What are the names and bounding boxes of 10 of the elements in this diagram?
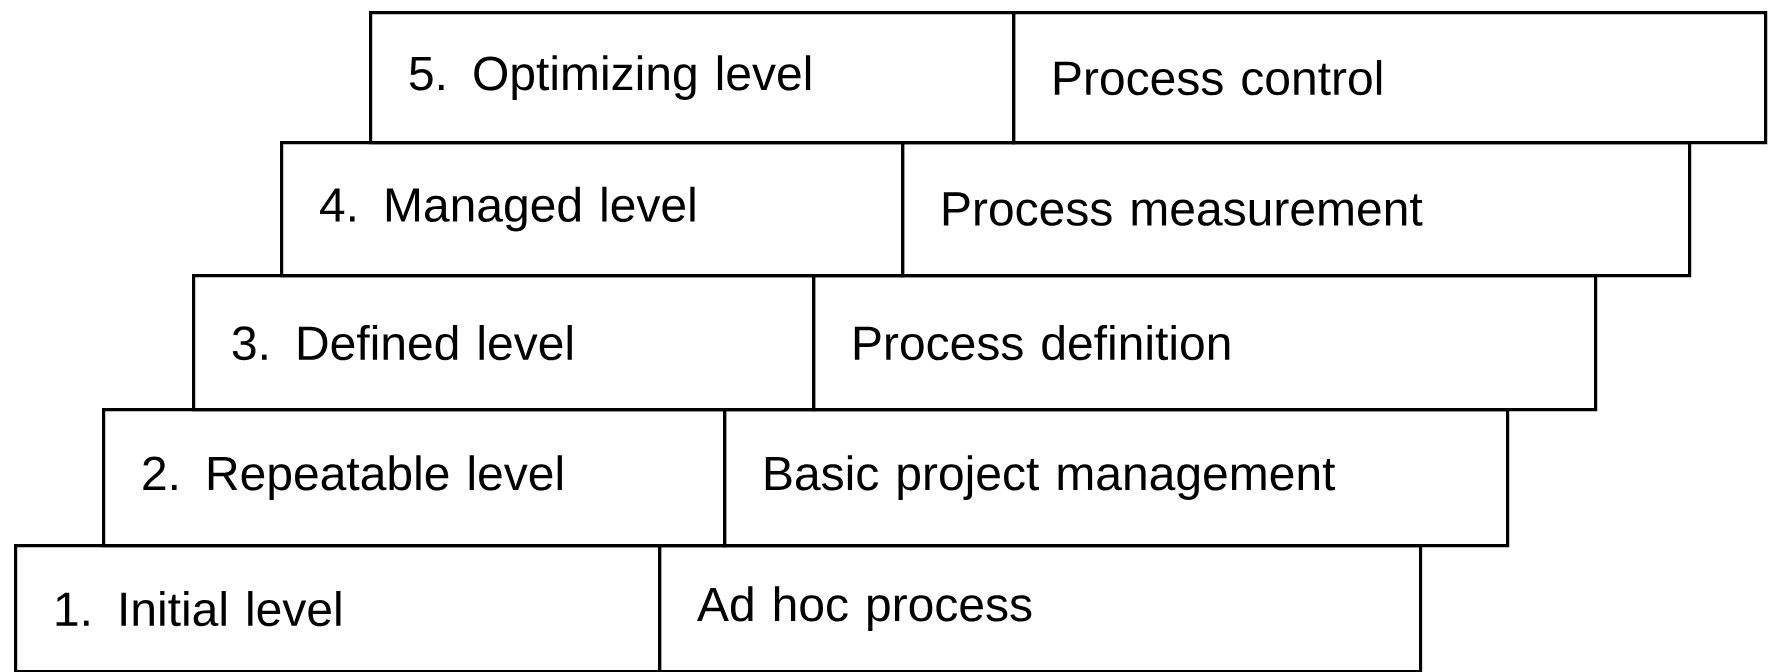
level-box: 2. Repeatable level [102,408,727,548]
process-box: Basic project management [723,408,1510,548]
level-box: 5. Optimizing level [369,11,1016,145]
level-box: 3. Defined level [192,274,816,412]
level-box: 1. Initial level [14,544,662,672]
process-box: Ad hoc process [658,544,1423,672]
process-box: Process measurement [901,141,1692,278]
process-box: Process control [1012,11,1768,145]
process-box: Process definition [812,274,1598,412]
level-box: 4. Managed level [280,141,905,278]
